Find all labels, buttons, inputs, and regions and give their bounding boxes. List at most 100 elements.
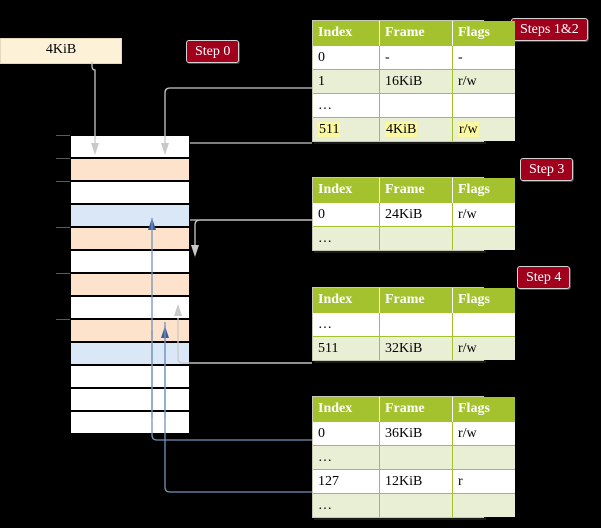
- table-cell-flags: [452, 93, 515, 118]
- memory-frame-row[interactable]: [70, 296, 190, 319]
- memory-frame-row[interactable]: [70, 388, 190, 411]
- badge-step-4: Step 4: [517, 266, 571, 289]
- wire-table2-to-memory: [177, 318, 312, 364]
- table-cell-frame: 32KiB: [379, 336, 453, 360]
- table-cell-frame: 12KiB: [379, 469, 453, 494]
- table-cell-index: 0: [313, 421, 380, 446]
- table-cell-index: …: [313, 493, 380, 517]
- table-cell-flags: r/w: [452, 117, 515, 141]
- badge-step-0-label: Step 0: [195, 44, 231, 59]
- arrow-table0-row1-to-memory: [161, 143, 169, 155]
- column-header-flags: Flags: [452, 397, 515, 422]
- badge-step-4-label: Step 4: [526, 270, 562, 285]
- table-row[interactable]: …: [313, 226, 515, 250]
- table-cell-frame: [379, 493, 453, 517]
- table-cell-frame: 4KiB: [379, 117, 453, 141]
- memory-frame-row[interactable]: [70, 411, 190, 434]
- table-cell-frame: 36KiB: [379, 421, 453, 446]
- column-header-frame: Frame: [379, 178, 453, 203]
- badge-step-3-label: Step 3: [529, 162, 565, 177]
- memory-row-tick: [56, 227, 70, 228]
- wire-table1-to-memory: [194, 219, 312, 245]
- memory-frame-row[interactable]: [70, 181, 190, 204]
- table-cell-frame: [379, 445, 453, 470]
- table-row[interactable]: …: [313, 445, 515, 470]
- table-cell-index: 511: [313, 336, 380, 360]
- table-cell-flags: r: [452, 469, 515, 494]
- table-cell-flags: [452, 312, 515, 337]
- badge-step-3: Step 3: [520, 158, 574, 181]
- wire-memory-to-table3-row0: [151, 330, 312, 441]
- arrow-table1-to-memory: [191, 245, 199, 257]
- memory-row-tick: [56, 181, 70, 182]
- table-row[interactable]: 0--: [313, 45, 515, 70]
- table-cell-frame: -: [379, 45, 453, 70]
- memory-row-tick: [56, 135, 70, 136]
- table-cell-index: 127: [313, 469, 380, 494]
- table-cell-flags: -: [452, 45, 515, 70]
- memory-frame-row[interactable]: [70, 227, 190, 250]
- column-header-index: Index: [313, 21, 380, 46]
- table-row[interactable]: …: [313, 312, 515, 337]
- table-cell-flags: [452, 226, 515, 250]
- table-cell-flags: [452, 493, 515, 517]
- physical-memory-column: [56, 135, 190, 434]
- badge-steps-1and2-label: Steps 1&2: [520, 22, 579, 37]
- table-cell-index: 1: [313, 69, 380, 94]
- source-frame-label: 4KiB: [45, 42, 77, 57]
- arrow-table2-to-memory: [174, 304, 182, 316]
- table-cell-index: …: [313, 93, 380, 118]
- memory-row-tick: [56, 273, 70, 274]
- wire-table0-row1-to-memory: [164, 87, 312, 143]
- memory-frame-row[interactable]: [70, 158, 190, 181]
- table-cell-frame: [379, 226, 453, 250]
- column-header-index: Index: [313, 288, 380, 313]
- wire-memory-to-table3-row1: [164, 322, 312, 493]
- table-cell-frame: [379, 312, 453, 337]
- column-header-flags: Flags: [452, 178, 515, 203]
- column-header-index: Index: [313, 178, 380, 203]
- column-header-frame: Frame: [379, 21, 453, 46]
- table-cell-index: 511: [313, 117, 380, 141]
- table-cell-index: …: [313, 445, 380, 470]
- table-cell-index: …: [313, 226, 380, 250]
- table-cell-index: 0: [313, 45, 380, 70]
- memory-frame-row[interactable]: [70, 204, 190, 227]
- table-row[interactable]: …: [313, 493, 515, 517]
- column-header-frame: Frame: [379, 397, 453, 422]
- memory-frame-row[interactable]: [70, 250, 190, 273]
- memory-frame-row[interactable]: [70, 273, 190, 296]
- table-cell-index: …: [313, 312, 380, 337]
- memory-row-tick: [56, 319, 70, 320]
- column-header-flags: Flags: [452, 288, 515, 313]
- table-row[interactable]: …: [313, 93, 515, 118]
- memory-frame-row[interactable]: [70, 135, 190, 158]
- wire-source-to-memory: [91, 62, 96, 143]
- memory-frame-row[interactable]: [70, 365, 190, 388]
- table-cell-flags: r/w: [452, 336, 515, 360]
- table-cell-index: 0: [313, 202, 380, 227]
- memory-row-tick: [56, 158, 70, 159]
- table-cell-frame: 24KiB: [379, 202, 453, 227]
- table-cell-flags: r/w: [452, 69, 515, 94]
- table-cell-flags: [452, 445, 515, 470]
- memory-frame-row[interactable]: [70, 342, 190, 365]
- memory-frame-row[interactable]: [70, 319, 190, 342]
- table-cell-flags: r/w: [452, 421, 515, 446]
- table-cell-frame: [379, 93, 453, 118]
